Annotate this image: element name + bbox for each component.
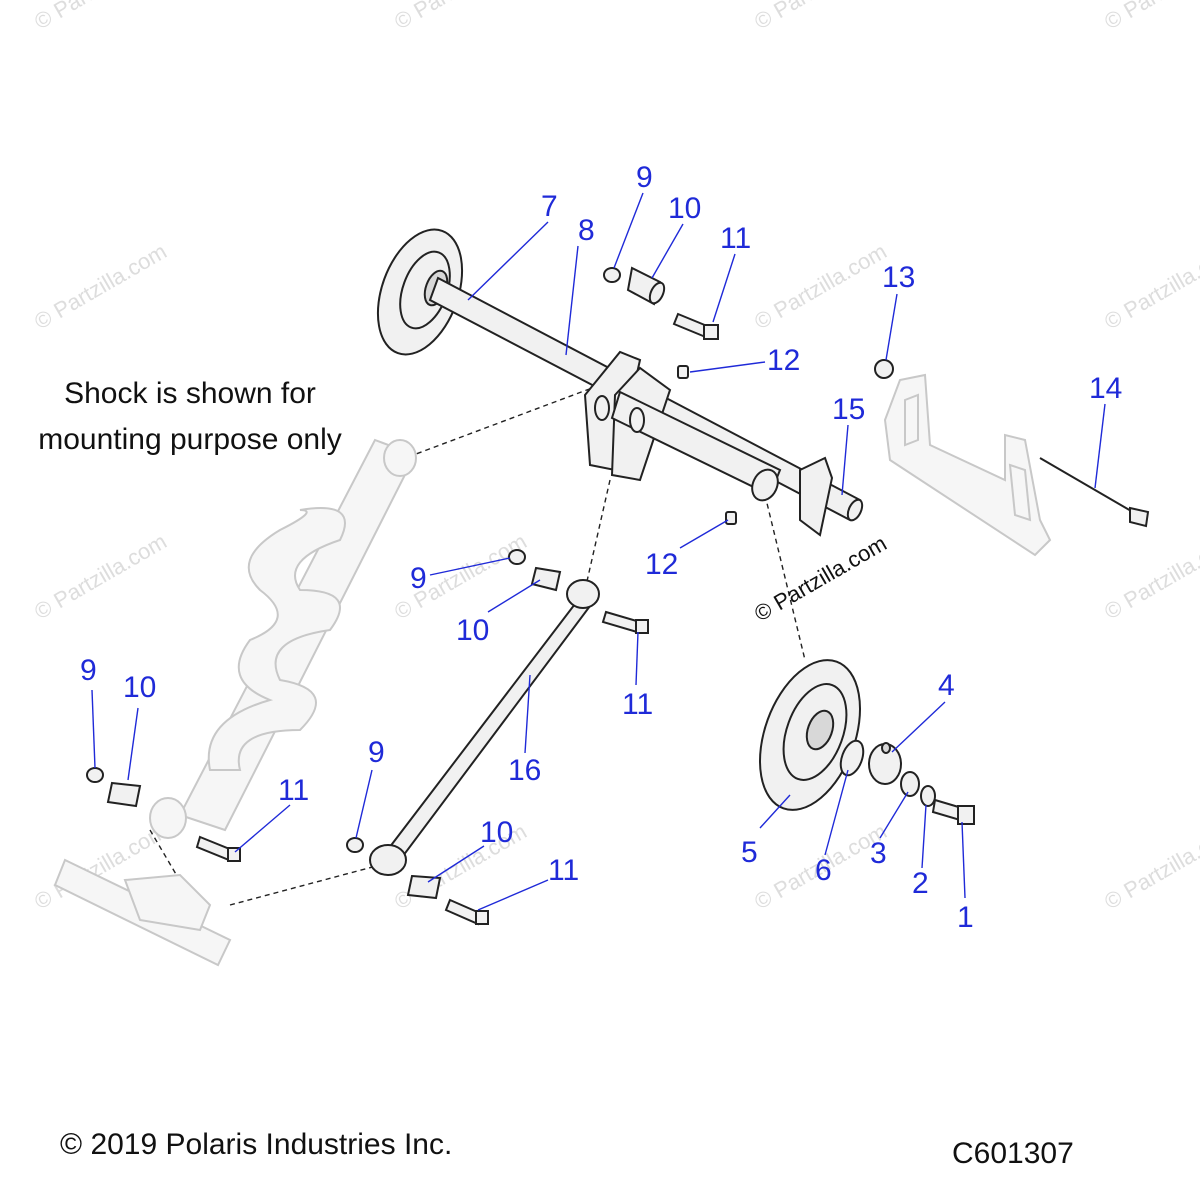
watermark: © Partzilla.com: [750, 239, 891, 335]
callout-12: 12: [767, 344, 800, 377]
callout-numbers: 7 8 9 10 11 12 13 14 15 9 10 12 11 16 9 …: [80, 161, 1122, 934]
shock-absorber: [53, 438, 417, 967]
callout-9: 9: [368, 736, 385, 769]
retaining-ring: [839, 739, 865, 777]
wheel-bolt: [931, 798, 975, 825]
callout-10: 10: [668, 192, 701, 225]
watermark: © Partzilla.com: [1100, 819, 1200, 915]
watermark: © Partzilla.com: [1100, 239, 1200, 335]
watermark: © Partzilla.com: [30, 529, 171, 625]
callout-16: 16: [508, 754, 541, 787]
note-line-1: Shock is shown for: [64, 377, 316, 410]
watermark: © Partzilla.com: [1100, 0, 1200, 34]
copyright-text: © 2019 Polaris Industries Inc.: [60, 1128, 452, 1161]
callout-10: 10: [456, 614, 489, 647]
partzilla-watermark: © Partzilla.com: [750, 531, 891, 627]
leader-lines: [91, 192, 1106, 911]
watermark: © Partzilla.com: [1100, 529, 1200, 625]
hardware-middle: [508, 549, 649, 634]
callout-9: 9: [636, 161, 653, 194]
callout-8: 8: [578, 214, 595, 247]
callout-9: 9: [410, 562, 427, 595]
grease-fittings: [677, 365, 737, 525]
callout-11: 11: [720, 222, 751, 255]
callout-2: 2: [912, 867, 929, 900]
callout-10: 10: [480, 816, 513, 849]
washer-small: [920, 785, 936, 807]
callout-9: 9: [80, 654, 97, 687]
callout-10: 10: [123, 671, 156, 704]
idler-wheel-top: [376, 228, 464, 356]
callout-14: 14: [1089, 372, 1122, 405]
hardware-lower: [346, 837, 489, 926]
callout-11: 11: [548, 854, 579, 887]
watermark: © Partzilla.com: [750, 0, 891, 34]
callout-6: 6: [815, 854, 832, 887]
callout-7: 7: [541, 190, 558, 223]
callout-3: 3: [870, 837, 887, 870]
diagram-code: C601307: [952, 1137, 1074, 1170]
hardware-top: [603, 266, 719, 340]
callout-12: 12: [645, 548, 678, 581]
watermark: © Partzilla.com: [30, 239, 171, 335]
watermark: © Partzilla.com: [390, 0, 531, 34]
wheel-hub: [868, 742, 902, 785]
callout-1: 1: [957, 901, 974, 934]
callout-11: 11: [622, 688, 653, 721]
rear-bracket: [883, 373, 1150, 557]
link-rod: [369, 579, 600, 876]
callout-13: 13: [882, 261, 915, 294]
callout-5: 5: [741, 836, 758, 869]
callout-4: 4: [938, 669, 955, 702]
callout-11: 11: [278, 774, 309, 807]
idler-wheel-lower: [759, 659, 861, 811]
nut: [874, 359, 894, 379]
callout-15: 15: [832, 393, 865, 426]
shock-mount-bracket: [583, 350, 834, 537]
washer-large: [900, 771, 920, 797]
note-line-2: mounting purpose only: [38, 423, 342, 456]
watermark: © Partzilla.com: [30, 0, 171, 34]
